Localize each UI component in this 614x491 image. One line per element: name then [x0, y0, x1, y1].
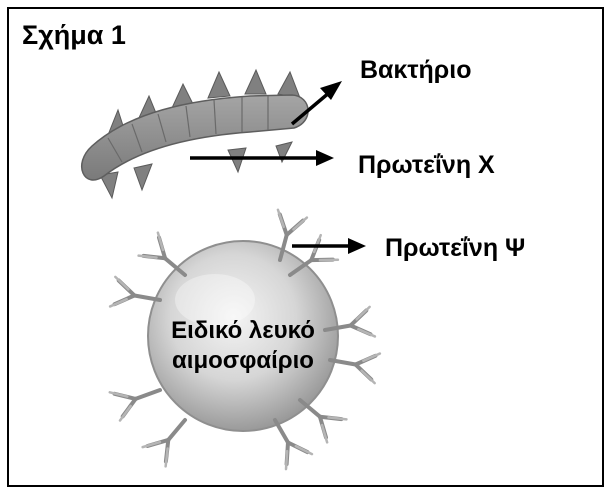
- label-white-blood-cell-line1: Ειδικό λευκό: [138, 316, 348, 346]
- arrow-to-protein-x: [190, 150, 334, 166]
- label-white-blood-cell: Ειδικό λευκό αιμοσφαίριο: [138, 316, 348, 376]
- label-white-blood-cell-line2: αιμοσφαίριο: [138, 346, 348, 376]
- label-bacterium: Βακτήριο: [360, 58, 471, 83]
- arrow-to-protein-psi: [292, 238, 366, 254]
- figure-title: Σχήμα 1: [22, 22, 126, 49]
- bacterium-shape: [82, 70, 308, 198]
- label-protein-x: Πρωτεΐνη Χ: [358, 153, 495, 178]
- label-protein-psi: Πρωτεΐνη Ψ: [385, 236, 525, 261]
